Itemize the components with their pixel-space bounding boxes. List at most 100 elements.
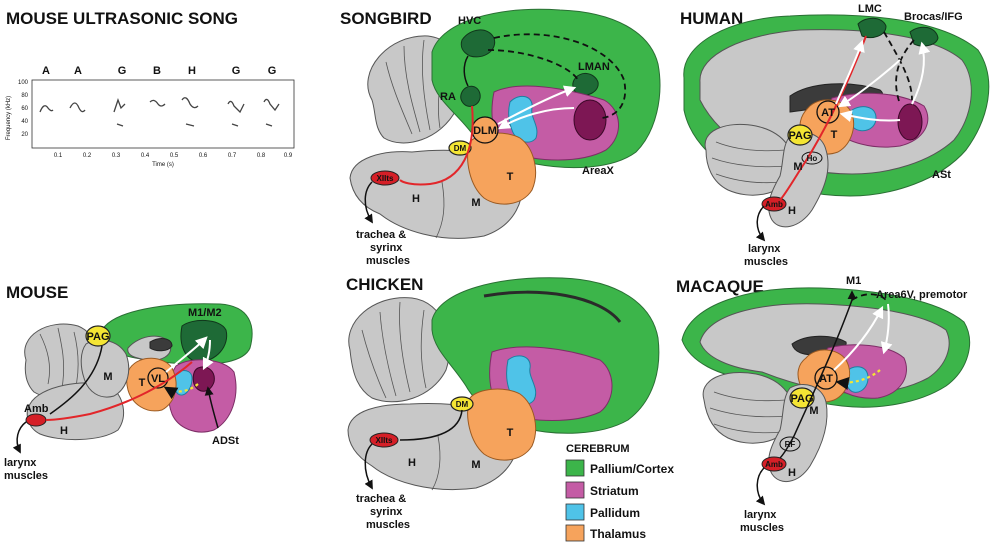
panel-title-mouse-song: MOUSE ULTRASONIC SONG bbox=[6, 9, 238, 28]
label-pag: PAG bbox=[788, 130, 811, 142]
dm-nucleus bbox=[448, 140, 472, 156]
syllable-trace bbox=[69, 102, 86, 113]
cerebellum-folia bbox=[39, 327, 79, 389]
caption-line: muscles bbox=[744, 256, 788, 268]
legend-label: Striatum bbox=[590, 484, 639, 498]
at-area6v-path bbox=[833, 305, 884, 371]
legend-swatch bbox=[565, 524, 585, 542]
label-area6v: Area6V, premotor bbox=[876, 289, 968, 301]
lmc-amb-path bbox=[779, 35, 867, 201]
spectrogram-xticks: 0.1 0.2 0.3 0.4 0.5 0.6 0.7 0.8 0.9 bbox=[54, 153, 293, 159]
lmc-ast-dashed-path bbox=[883, 31, 913, 101]
label-t: T bbox=[831, 129, 838, 141]
area6v-striatum-path bbox=[880, 303, 893, 355]
label-t: T bbox=[507, 171, 514, 183]
ytick-label: 100 bbox=[18, 80, 29, 86]
ytick-label: 60 bbox=[21, 106, 28, 112]
label-m1m2: M1/M2 bbox=[188, 307, 222, 319]
label-xiits: XIIts bbox=[376, 436, 393, 445]
caption-line: larynx bbox=[748, 243, 781, 255]
legend-title: CEREBRUM bbox=[566, 443, 630, 455]
spectrogram-ylabel: Frequency (kHz) bbox=[6, 96, 12, 140]
label-ho: Ho bbox=[807, 154, 818, 163]
panel-macaque: MACAQUE M1 Area6V, premotor AT PAG M bbox=[676, 275, 971, 534]
legend-item-pallium: Pallium/Cortex bbox=[565, 459, 674, 477]
cerebellum-folia bbox=[709, 391, 789, 434]
legend-item-striatum: Striatum bbox=[565, 481, 639, 499]
panel-songbird: SONGBIRD bbox=[340, 8, 661, 267]
syllable-label: B bbox=[153, 65, 161, 77]
label-m: M bbox=[471, 197, 480, 209]
label-dm: DM bbox=[454, 144, 467, 153]
caption-line: trachea & bbox=[356, 493, 406, 505]
label-t: T bbox=[139, 377, 146, 389]
legend-swatch bbox=[565, 503, 585, 521]
label-h: H bbox=[60, 425, 68, 437]
label-lman: LMAN bbox=[578, 61, 610, 73]
syllable-trace bbox=[39, 105, 54, 113]
broca-region bbox=[909, 26, 939, 47]
caption-line: larynx bbox=[4, 457, 37, 469]
label-rf: RF bbox=[785, 440, 796, 449]
ytick-label: 80 bbox=[21, 93, 28, 99]
amb-nucleus bbox=[761, 456, 787, 472]
ast-at-path bbox=[839, 110, 901, 122]
lamina bbox=[483, 290, 622, 323]
hvc-areax-dashed-path bbox=[487, 49, 579, 81]
label-m: M bbox=[809, 405, 818, 417]
label-adst: ADSt bbox=[212, 435, 239, 447]
label-dlm: DLM bbox=[473, 125, 497, 137]
label-m: M bbox=[471, 459, 480, 471]
xtick-label: 0.5 bbox=[170, 153, 179, 159]
syllable-label: A bbox=[42, 65, 50, 77]
caption-line: trachea & bbox=[356, 229, 406, 241]
syllable-trace bbox=[227, 100, 245, 127]
label-pag: PAG bbox=[86, 331, 109, 343]
label-xiits: XIIts bbox=[377, 174, 394, 183]
vl-m1-path bbox=[165, 336, 208, 373]
label-broca: Brocas/IFG bbox=[904, 11, 963, 23]
label-dm: DM bbox=[456, 400, 469, 409]
xtick-label: 0.1 bbox=[54, 153, 63, 159]
panel-mouse-song: MOUSE ULTRASONIC SONG Frequency (kHz) 10… bbox=[6, 9, 295, 168]
amb-output-path bbox=[755, 205, 766, 242]
hvc-ra-path bbox=[463, 55, 469, 87]
panel-title-chicken: CHICKEN bbox=[346, 275, 423, 294]
label-h: H bbox=[788, 205, 796, 217]
cerebellum-folia bbox=[711, 141, 789, 184]
amb-output-path bbox=[755, 467, 766, 506]
label-at: AT bbox=[819, 373, 833, 385]
xtick-label: 0.2 bbox=[83, 153, 92, 159]
caption-line: muscles bbox=[366, 519, 410, 531]
legend-label: Pallium/Cortex bbox=[590, 462, 674, 476]
syllable-trace bbox=[113, 98, 126, 127]
syllable-trace bbox=[263, 98, 280, 127]
syllable-label: H bbox=[188, 65, 196, 77]
cerebellum-folia bbox=[361, 301, 427, 399]
midbrain bbox=[80, 339, 130, 398]
ytick-label: 40 bbox=[21, 119, 28, 125]
ra-xiits-path bbox=[399, 105, 474, 186]
label-m: M bbox=[793, 161, 802, 173]
panel-title-mouse: MOUSE bbox=[6, 283, 68, 302]
dlm-lman-path bbox=[497, 85, 577, 125]
ytick-label: 20 bbox=[21, 132, 28, 138]
anterior-striatum bbox=[897, 103, 923, 141]
pag-nucleus bbox=[85, 325, 111, 347]
xtick-label: 0.7 bbox=[228, 153, 237, 159]
label-m1: M1 bbox=[846, 275, 861, 287]
m1-amb-path bbox=[779, 299, 853, 459]
adst-vl-path bbox=[163, 383, 199, 400]
label-h: H bbox=[412, 193, 420, 205]
adst-region bbox=[192, 366, 215, 392]
xiits-output-path bbox=[364, 181, 373, 224]
label-pag: PAG bbox=[790, 393, 813, 405]
caption-line: larynx bbox=[744, 509, 777, 521]
legend-item-thalamus: Thalamus bbox=[565, 524, 646, 542]
spectrogram-yticks: 100 80 60 40 20 bbox=[18, 80, 29, 138]
caption-line: muscles bbox=[4, 470, 48, 482]
pag-amb-path bbox=[49, 345, 103, 415]
areax-dlm-path bbox=[497, 107, 575, 130]
panel-title-human: HUMAN bbox=[680, 9, 743, 28]
